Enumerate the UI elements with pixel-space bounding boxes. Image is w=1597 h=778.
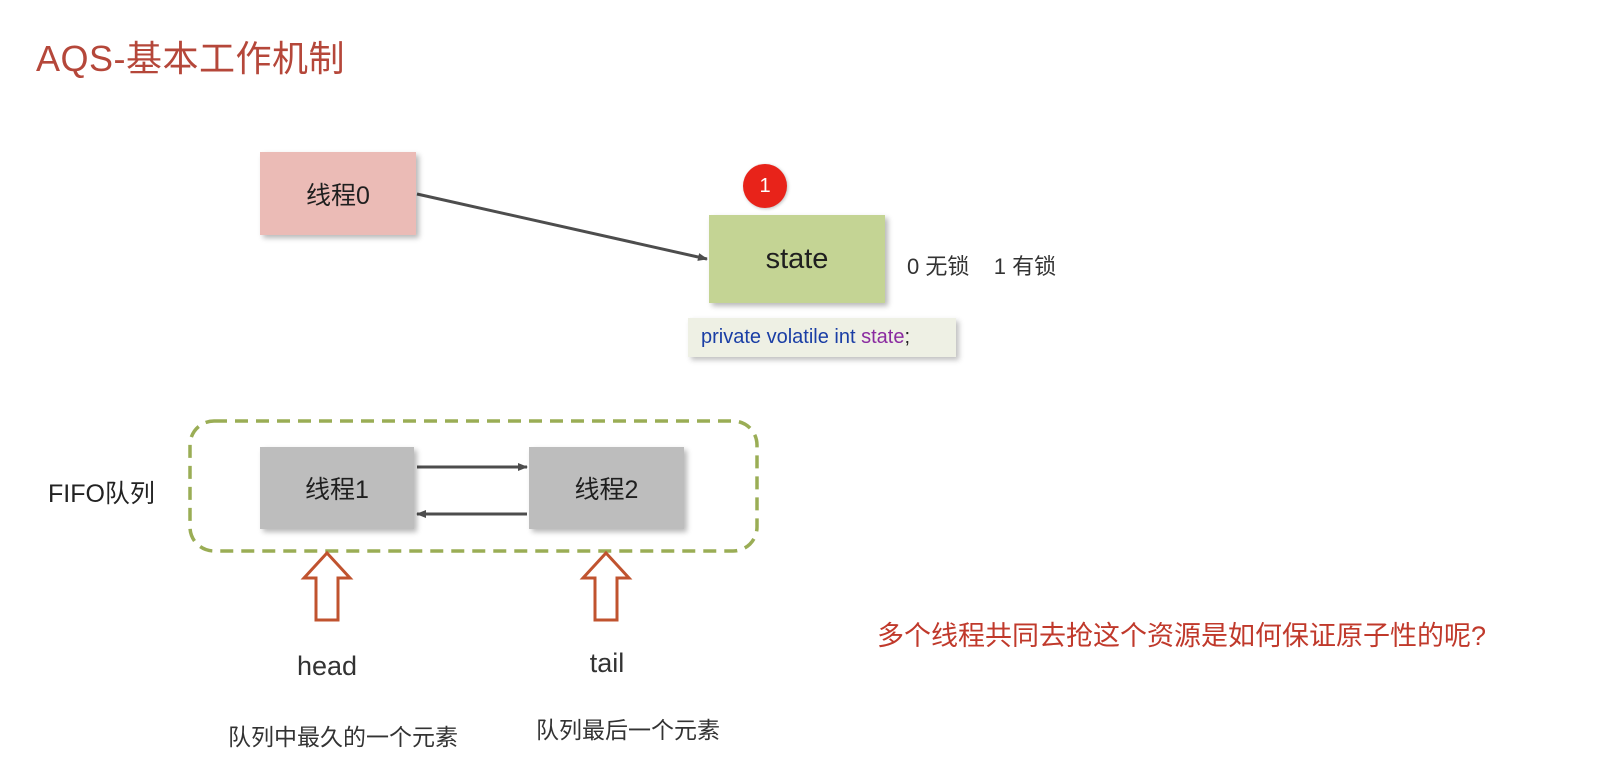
code-keywords: private volatile int (701, 326, 862, 348)
thread0-label: 线程0 (306, 181, 370, 210)
state-legend: 0 无锁 1 有锁 (907, 254, 1057, 279)
step-badge: 1 (743, 164, 787, 208)
thread1-label: 线程1 (305, 476, 369, 504)
tail-pointer-arrow (579, 550, 633, 622)
code-terminator: ; (904, 326, 910, 348)
head-pointer-arrow (300, 550, 354, 622)
state-box: state (709, 215, 885, 303)
thread0-box: 线程0 (260, 152, 416, 235)
page-title: AQS-基本工作机制 (36, 38, 346, 79)
tail-description: 队列最后一个元素 (536, 717, 720, 743)
head-description: 队列中最久的一个元素 (228, 724, 458, 750)
thread2-box: 线程2 (529, 447, 684, 529)
code-snippet: private volatile int state; (688, 318, 956, 357)
thread1-box: 线程1 (260, 447, 414, 529)
code-field: state (861, 326, 905, 348)
thread0-to-state-arrow (416, 192, 708, 261)
fifo-queue-label: FIFO队列 (48, 480, 155, 508)
state-label: state (765, 242, 829, 275)
head-label: head (296, 651, 358, 681)
thread2-label: 线程2 (574, 476, 639, 504)
tail-label: tail (589, 648, 625, 678)
atomicity-question: 多个线程共同去抢这个资源是如何保证原子性的呢? (877, 621, 1487, 651)
